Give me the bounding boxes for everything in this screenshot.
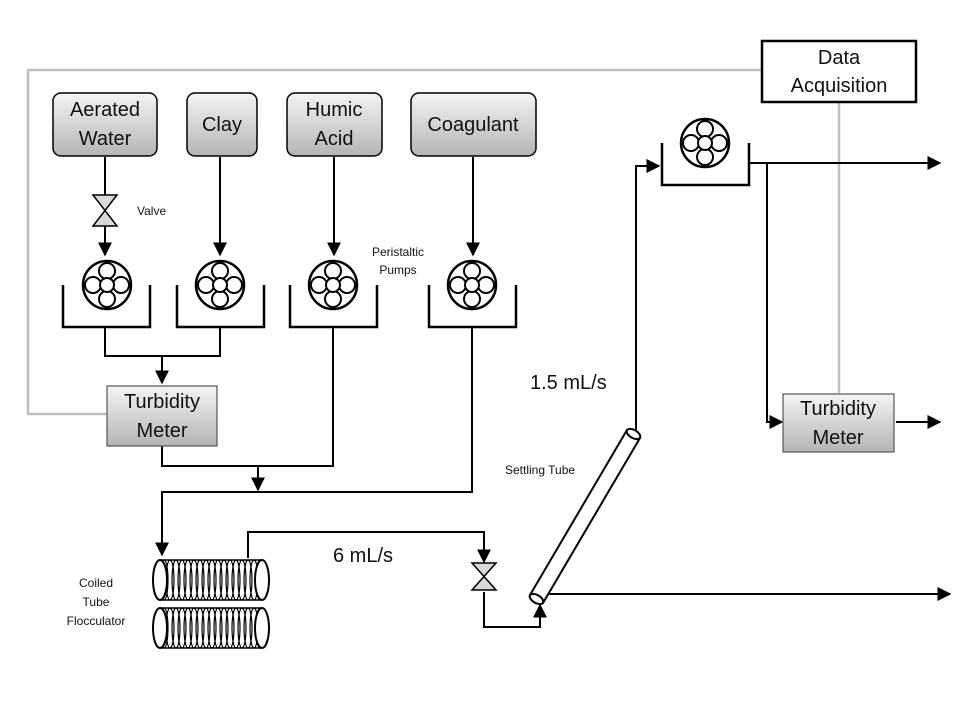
- peristaltic-pump-icon: [660, 117, 751, 187]
- flow-rate-settling: 1.5 mL/s: [530, 372, 607, 394]
- peristaltic-pump-icon: [288, 259, 379, 329]
- source-aerated-water-line-2: Water: [79, 128, 132, 150]
- source-aerated-water: Aerated Water: [52, 92, 158, 157]
- source-coagulant: Coagulant: [410, 92, 537, 157]
- line-coagulant-to-flocculator: [155, 327, 473, 557]
- turbidity-meter-2: Turbidity Meter: [782, 393, 895, 453]
- peristaltic-pump-icon: [427, 259, 518, 329]
- settling-tube-icon: [528, 427, 642, 606]
- peristaltic-pumps-label-line-1: Peristaltic: [372, 245, 424, 259]
- line-flocculator-to-valve: [247, 531, 491, 564]
- turbidity-meter-1: Turbidity Meter: [106, 385, 218, 447]
- turbidity-meter-2-line-2: Meter: [812, 427, 863, 449]
- peristaltic-pump-icon: [175, 259, 266, 329]
- turbidity-meter-1-line-1: Turbidity: [124, 391, 200, 413]
- source-clay: Clay: [186, 92, 258, 157]
- line-valve-to-settling-tube: [483, 592, 547, 628]
- source-aerated-water-line-1: Aerated: [70, 99, 140, 121]
- source-humic-acid-line-2: Acid: [315, 128, 354, 150]
- signal-line-turbidity-meter-1: [26, 68, 762, 416]
- peristaltic-pumps-label-line-2: Pumps: [379, 263, 416, 277]
- coiled-tube-label-line-1: Coiled: [79, 576, 113, 590]
- flow-rate-flocculator: 6 mL/s: [333, 545, 393, 567]
- source-coagulant-label: Coagulant: [427, 114, 519, 136]
- turbidity-meter-1-line-2: Meter: [136, 420, 187, 442]
- data-acquisition-box: Data Acquisition: [760, 39, 918, 104]
- turbidity-meter-2-line-1: Turbidity: [800, 398, 876, 420]
- coiled-tube-flocculator-icon: [152, 559, 270, 649]
- line-humic-pump-out: [258, 327, 334, 467]
- source-humic-acid: Humic Acid: [286, 92, 383, 157]
- valve-icon: [91, 194, 119, 227]
- line-settling-to-top-pump: [635, 159, 661, 437]
- source-clay-label: Clay: [202, 114, 242, 136]
- data-acquisition-line-1: Data: [818, 47, 861, 69]
- coiled-tube-label-line-2: Tube: [83, 595, 110, 609]
- valve-label: Valve: [137, 204, 166, 218]
- source-humic-acid-line-1: Humic: [306, 99, 363, 121]
- line-pumps-combine: [104, 327, 221, 357]
- settling-tube-label: Settling Tube: [505, 463, 575, 477]
- valve-icon: [470, 562, 498, 591]
- coiled-tube-label-line-3: Flocculator: [67, 614, 126, 628]
- line-meter-out: [161, 446, 258, 467]
- data-acquisition-line-2: Acquisition: [791, 75, 888, 97]
- peristaltic-pump-icon: [61, 259, 152, 329]
- line-top-pump-to-meter: [766, 163, 784, 429]
